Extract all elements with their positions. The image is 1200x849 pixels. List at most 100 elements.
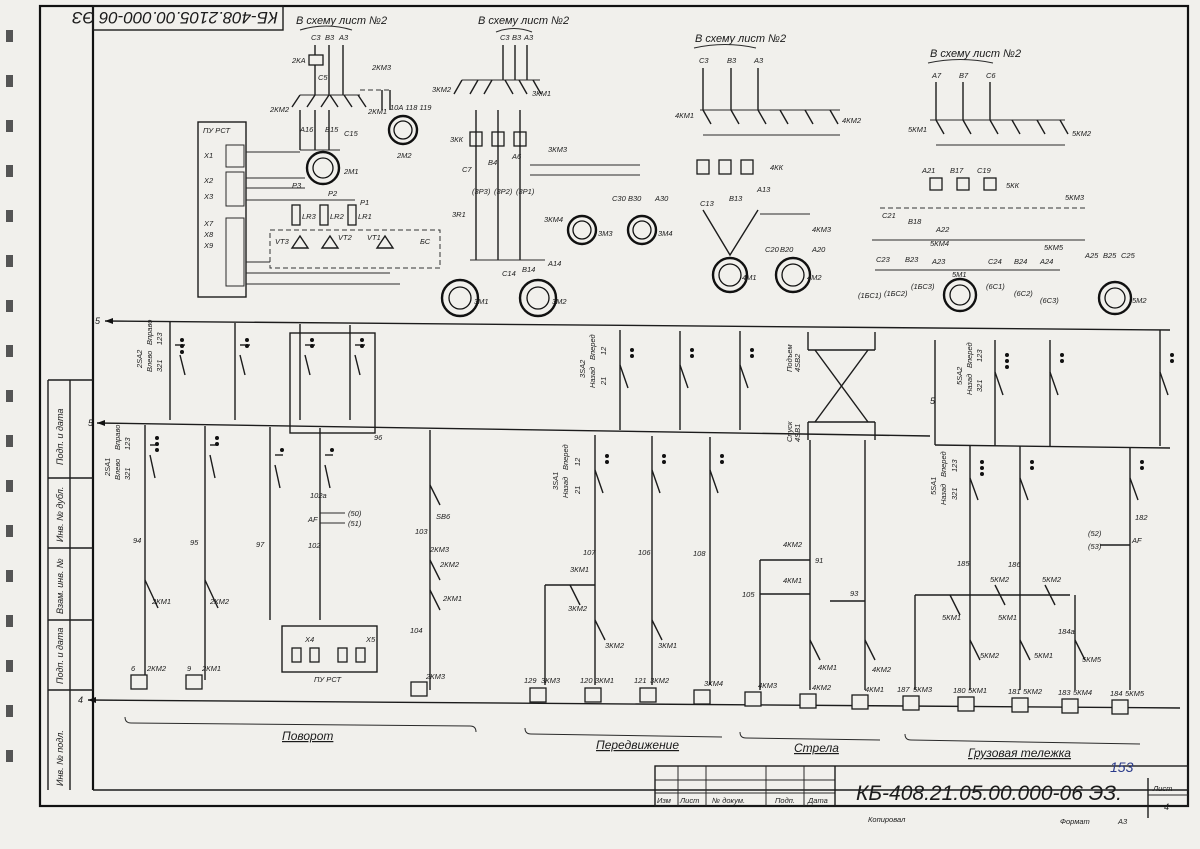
limit-4sb2-label: Подъем: [785, 344, 794, 372]
coil-3km4: [693, 689, 711, 705]
coil-2km2-name: 2КМ2: [146, 664, 167, 673]
lbl-3km4: 3КМ4: [544, 215, 563, 224]
supply-2m-c3: С3: [311, 33, 321, 42]
coil-5km5-name: 5КМ5: [1125, 689, 1145, 698]
contact-3km2-a: 3КМ2: [568, 604, 588, 613]
contact-3km1-b: 3КМ1: [658, 641, 677, 650]
lbl-vt2: VT2: [338, 233, 353, 242]
lbl-b18: В18: [908, 217, 922, 226]
side-label-3: Взам. инв. №: [55, 558, 65, 614]
lbl-5km3: 5КМ3: [1065, 193, 1085, 202]
bus-label-96: 96: [374, 433, 383, 442]
wire-95: 95: [190, 538, 199, 547]
power-schematic-3m: В схему лист №2 С3 В3 А3 3КМ2 3КМ1 3КК С…: [432, 15, 673, 318]
sig-50: (50): [348, 509, 362, 518]
format-label: Формат: [1060, 817, 1090, 826]
lbl-4km1: 4КМ1: [675, 111, 694, 120]
lbl-3r1: 3R1: [452, 210, 466, 219]
coil-2km2: [130, 674, 148, 690]
ctrl-2sa2-pins-bot: 321: [155, 359, 164, 372]
tb-col-date: Дата: [807, 796, 828, 805]
lbl-3km3: 3КМ3: [548, 145, 568, 154]
motor-2m2-terminals: 10А 118 119: [390, 103, 432, 112]
coil-5km4-name: 5КМ4: [1073, 688, 1092, 697]
lbl-c23: С23: [876, 255, 891, 264]
panel-block-x4: Х4: [304, 635, 314, 644]
coil-4km2-name: 4КМ2: [812, 683, 832, 692]
coil-4km1: [851, 694, 869, 710]
coil-5km2-name: 5КМ2: [1023, 687, 1043, 696]
coil-3km4-name: 3КМ4: [704, 679, 723, 688]
supply-4m-b3: В3: [727, 56, 737, 65]
lbl-b14: В14: [522, 265, 535, 274]
lbl-1bc3: (1БС3): [911, 282, 935, 291]
coil-5km3-name: 5КМ3: [913, 685, 933, 694]
panel-pu-rst: [197, 121, 247, 298]
sheet-number: 4: [1164, 802, 1169, 812]
lbl-3m-b30: В30: [628, 194, 642, 203]
power-schematic-5m: В схему лист №2 А7 В7 С6 5КМ1 5КМ2 А21 В…: [858, 48, 1147, 316]
tb-col-list: Лист: [679, 796, 699, 805]
section-trolley: Грузовая тележка: [968, 746, 1071, 760]
lbl-a6: А6: [511, 152, 522, 161]
lbl-4km2: 4КМ2: [842, 116, 862, 125]
lbl-1bc2: (1БС2): [884, 289, 908, 298]
wire-91: 91: [815, 556, 823, 565]
lbl-b25: В25: [1103, 251, 1117, 260]
limit-4sb1: 4SB1: [793, 424, 802, 442]
ctrl-2sa1: 2SA1: [103, 458, 112, 477]
lbl-b24: В24: [1014, 257, 1027, 266]
sig-af-2: AF: [1131, 536, 1142, 545]
panel-block-x5: Х5: [365, 635, 376, 644]
limit-4sb2: 4SB2: [793, 353, 802, 372]
contact-3km2-b: 3КМ2: [605, 641, 625, 650]
lbl-3p3: (3Р3): [472, 187, 491, 196]
side-label-2: Подп. и дата: [55, 628, 65, 684]
lbl-c21: С21: [882, 211, 896, 220]
lbl-c5: С5: [318, 73, 328, 82]
contact-4km2-b: 4КМ2: [872, 665, 892, 674]
panel-block-pu-rst: [281, 625, 378, 673]
control-rotation: 2SA2 Влево Вправо 123 321 2SA1 Влево Впр…: [103, 320, 462, 697]
coil-2km1-name: 2КМ1: [201, 664, 221, 673]
lbl-3p1: (3Р1): [516, 187, 535, 196]
lbl-a25: А25: [1084, 251, 1099, 260]
lbl-3kk: 3КК: [450, 135, 464, 144]
contact-2km1-a: 2КМ1: [151, 597, 171, 606]
lbl-2km3: 2КМ3: [371, 63, 392, 72]
lbl-c25: С25: [1121, 251, 1136, 260]
contact-4km2-a: 4КМ2: [783, 540, 803, 549]
coil-5km5-wire: 184: [1110, 689, 1123, 698]
section-boom: Стрела: [794, 741, 839, 755]
lbl-3km1: 3КМ1: [532, 89, 551, 98]
lbl-5km2: 5КМ2: [1072, 129, 1092, 138]
lbl-a21: А21: [921, 166, 935, 175]
section-rotation: Поворот: [282, 729, 333, 743]
sig-53: (53): [1088, 542, 1102, 551]
contact-5km2-c: 5КМ2: [980, 651, 1000, 660]
motor-3m2-label: 3М2: [552, 297, 567, 306]
side-label-4: Инв. № дубл.: [55, 487, 65, 542]
lbl-3m-a30: А30: [654, 194, 669, 203]
contact-5km5: 5КМ5: [1082, 655, 1102, 664]
lbl-a14: А14: [547, 259, 561, 268]
wire-185: 185: [957, 559, 970, 568]
drawing-frame: [6, 4, 1190, 808]
lbl-4kk: 4КК: [770, 163, 784, 172]
lbl-a16: А16: [299, 125, 314, 134]
lbl-6c2: (6С2): [1014, 289, 1033, 298]
lbl-lr2: LR2: [330, 212, 345, 221]
lbl-4m-c20: С20: [765, 245, 780, 254]
coil-2km3-name: 2КМ3: [425, 672, 446, 681]
lbl-bs: БС: [420, 237, 431, 246]
lbl-3km2: 3КМ2: [432, 85, 452, 94]
lbl-4m-c13: С13: [700, 199, 715, 208]
lbl-c15: С15: [344, 129, 359, 138]
coil-2km1-wire: 9: [187, 664, 192, 673]
bus-label-5a: 5: [95, 316, 101, 326]
contact-4km1-b: 4КМ1: [818, 663, 837, 672]
motor-3m2: [518, 278, 558, 318]
title-block: Изм Лист № докум. Подп. Дата КБ-408.21.0…: [654, 759, 1189, 826]
